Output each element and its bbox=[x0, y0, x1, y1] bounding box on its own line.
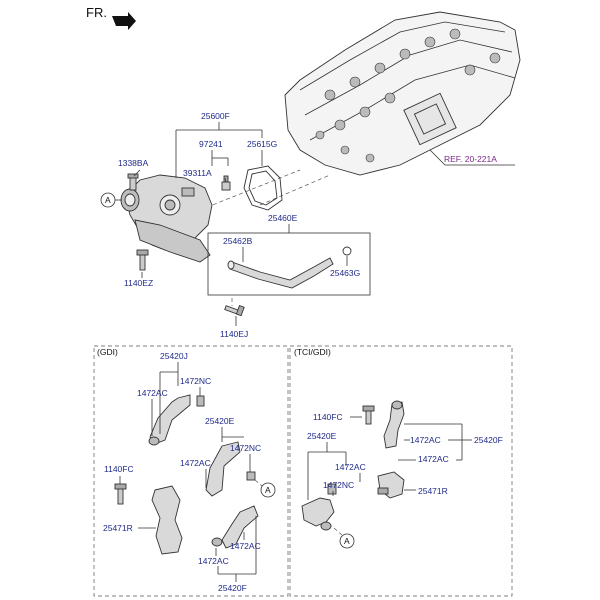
assembly-label[interactable]: 25600F bbox=[201, 111, 230, 121]
assembly-bracket bbox=[133, 122, 263, 183]
gdi-hose-bottom-label[interactable]: 25420F bbox=[218, 583, 247, 593]
callout-a-marker[interactable]: A bbox=[100, 192, 116, 208]
pipe-assembly-box bbox=[207, 232, 371, 296]
svg-text:A: A bbox=[105, 195, 111, 205]
gdi-hose-mid-illustration bbox=[205, 441, 256, 497]
reference-leader bbox=[429, 149, 446, 166]
svg-text:A: A bbox=[265, 485, 271, 495]
gasket-label[interactable]: 25615G bbox=[247, 139, 277, 149]
tci-bolt-label[interactable]: 1140FC bbox=[313, 412, 343, 422]
tci-hose-left-illustration bbox=[301, 483, 337, 531]
gdi-bolt-label[interactable]: 1140FC bbox=[104, 464, 134, 474]
svg-text:A: A bbox=[344, 536, 350, 546]
pipe-hose-label[interactable]: 25462B bbox=[223, 236, 253, 246]
tci-clamp-a-label[interactable]: 1472AC bbox=[410, 435, 441, 445]
thermostat-housing-illustration bbox=[120, 174, 213, 263]
alignment-line bbox=[259, 174, 331, 206]
gdi-section-box bbox=[93, 345, 289, 597]
gasket-illustration bbox=[243, 165, 283, 211]
reference-label[interactable]: REF. 20-221A bbox=[444, 154, 497, 164]
tci-gdi-section-label: (TCI/GDI) bbox=[294, 347, 331, 357]
pipe-assembly-label[interactable]: 25460E bbox=[268, 213, 298, 223]
bolt-left-illustration bbox=[136, 249, 149, 271]
gdi-clamp-e-label[interactable]: 1472AC bbox=[230, 541, 261, 551]
gdi-clamp-b-label[interactable]: 1472AC bbox=[137, 388, 168, 398]
tci-hose-right-label[interactable]: 25420F bbox=[474, 435, 503, 445]
water-pipe-illustration bbox=[227, 246, 352, 289]
gdi-hose-top-label[interactable]: 25420J bbox=[160, 351, 188, 361]
plug-label[interactable]: 39311A bbox=[183, 168, 212, 178]
cylinder-head-illustration bbox=[284, 11, 521, 176]
gdi-clamp-a-label[interactable]: 1472NC bbox=[180, 376, 211, 386]
gdi-clamp-c-label[interactable]: 1472NC bbox=[230, 443, 261, 453]
plug-illustration bbox=[221, 175, 231, 191]
sensor-label[interactable]: 97241 bbox=[199, 139, 223, 149]
tci-gdi-section-box bbox=[289, 345, 513, 597]
front-arrow-icon bbox=[112, 12, 136, 30]
alignment-line bbox=[254, 479, 263, 487]
gdi-bracket-label[interactable]: 25471R bbox=[103, 523, 133, 533]
stud-label[interactable]: 1338BA bbox=[118, 158, 149, 168]
gdi-hose-mid-label[interactable]: 25420E bbox=[205, 416, 235, 426]
bolt-bottom-illustration bbox=[224, 304, 245, 317]
tci-clamp-c-label[interactable]: 1472AC bbox=[335, 462, 366, 472]
tci-clamp-b-label[interactable]: 1472AC bbox=[418, 454, 449, 464]
gdi-section-label: (GDI) bbox=[97, 347, 118, 357]
tci-hose-left-label[interactable]: 25420E bbox=[307, 431, 337, 441]
bolt-left-label[interactable]: 1140EZ bbox=[124, 278, 153, 288]
gdi-clamp-f-label[interactable]: 1472AC bbox=[198, 556, 229, 566]
alignment-line bbox=[333, 527, 343, 536]
gdi-bracket-illustration bbox=[114, 483, 183, 555]
tci-clamp-d-label[interactable]: 1472NC bbox=[323, 480, 354, 490]
alignment-line bbox=[199, 169, 301, 211]
tci-hose-right-illustration bbox=[362, 400, 405, 449]
gdi-hose-bottom-illustration bbox=[211, 505, 259, 549]
gdi-hose-top-illustration bbox=[148, 394, 205, 446]
tci-bracket-illustration bbox=[377, 471, 405, 499]
callout-a-marker[interactable]: A bbox=[260, 482, 276, 498]
tci-bracket-label[interactable]: 25471R bbox=[418, 486, 448, 496]
gdi-clamp-d-label[interactable]: 1472AC bbox=[180, 458, 211, 468]
direction-label: FR. bbox=[86, 5, 107, 20]
callout-a-marker[interactable]: A bbox=[339, 533, 355, 549]
stud-illustration bbox=[127, 173, 139, 191]
oring-label[interactable]: 25463G bbox=[330, 268, 360, 278]
bolt-bottom-label[interactable]: 1140EJ bbox=[220, 329, 248, 339]
